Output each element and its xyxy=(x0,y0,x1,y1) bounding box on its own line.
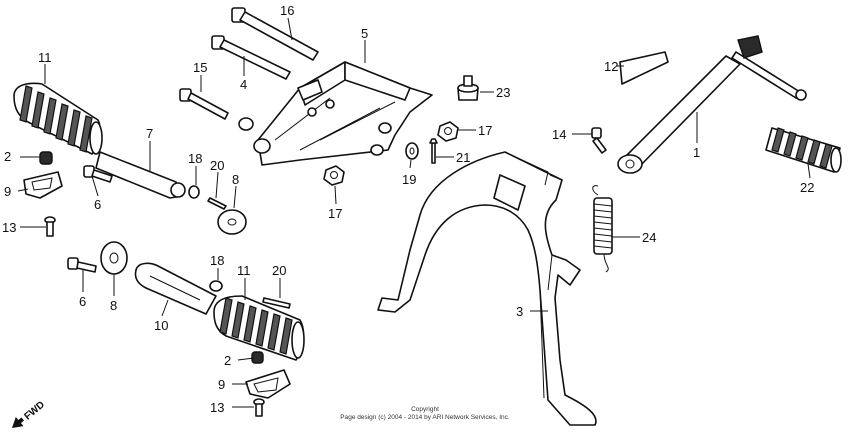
copyright-line-1: Copyright xyxy=(411,406,439,413)
pin-20-lower xyxy=(262,297,291,309)
washer-18-lower xyxy=(209,280,223,292)
copyright-line-2: Page design (c) 2004 - 2014 by ARI Netwo… xyxy=(340,414,510,421)
footpeg-rubber-11-lower xyxy=(213,295,305,361)
callout-20-upper: 20 xyxy=(210,158,224,173)
pin-20-upper xyxy=(207,197,227,210)
fwd-label: FWD xyxy=(22,399,47,422)
callout-22: 22 xyxy=(800,180,814,195)
callout-9-lower: 9 xyxy=(218,377,225,392)
main-bracket xyxy=(238,61,433,166)
callout-18-lower: 18 xyxy=(210,253,224,268)
leader-lines xyxy=(17,17,811,408)
nut-17-upper xyxy=(437,121,459,142)
screw-13-upper xyxy=(44,216,56,237)
cap-nut-2-lower xyxy=(251,351,264,364)
callout-6-upper: 6 xyxy=(94,197,101,212)
bolt-15 xyxy=(179,88,229,120)
kick-lever-1 xyxy=(617,35,807,174)
callout-21: 21 xyxy=(456,150,470,165)
copyright-notice: Copyright Page design (c) 2004 - 2014 by… xyxy=(340,406,510,421)
cap-nut-23 xyxy=(457,75,479,101)
callout-9-upper: 9 xyxy=(4,184,11,199)
callout-2-upper: 2 xyxy=(4,149,11,164)
arrow-icon xyxy=(12,416,25,428)
callout-3: 3 xyxy=(516,304,523,319)
callout-12: 12 xyxy=(604,59,618,74)
decal-12 xyxy=(619,51,669,85)
stopper-9-upper xyxy=(23,171,63,199)
pin-21 xyxy=(429,138,438,164)
bolt-6-lower xyxy=(67,257,97,273)
footpeg-bar-10 xyxy=(134,262,217,315)
stopper-9-lower xyxy=(245,369,291,399)
callout-6-lower: 6 xyxy=(79,294,86,309)
callout-17-lower: 17 xyxy=(328,206,342,221)
callout-13-lower: 13 xyxy=(210,400,224,415)
callout-15: 15 xyxy=(193,60,207,75)
callout-16: 16 xyxy=(280,3,294,18)
cap-nut-2-upper xyxy=(39,151,53,165)
callout-20-lower: 20 xyxy=(272,263,286,278)
washer-8-lower xyxy=(100,241,128,275)
bolt-6-upper xyxy=(83,165,113,183)
callout-18-upper: 18 xyxy=(188,151,202,166)
callout-10: 10 xyxy=(154,318,168,333)
callout-11-upper: 11 xyxy=(38,50,52,65)
nut-17-lower xyxy=(323,165,345,186)
callout-5: 5 xyxy=(361,26,368,41)
return-spring-24 xyxy=(592,185,613,273)
bolt-14 xyxy=(591,127,607,154)
kick-rubber-22 xyxy=(765,127,842,173)
callout-19: 19 xyxy=(402,172,416,187)
callout-14: 14 xyxy=(552,127,566,142)
center-stand xyxy=(377,151,597,426)
callout-7: 7 xyxy=(146,126,153,141)
callout-8-upper: 8 xyxy=(232,172,239,187)
callout-1: 1 xyxy=(693,145,700,160)
washer-8-upper xyxy=(217,209,247,235)
washer-19 xyxy=(405,142,419,160)
callout-2-lower: 2 xyxy=(224,353,231,368)
callout-24: 24 xyxy=(642,230,656,245)
callout-4: 4 xyxy=(240,77,247,92)
callout-13-upper: 13 xyxy=(2,220,16,235)
callout-11-lower: 11 xyxy=(237,263,251,278)
callout-8-lower: 8 xyxy=(110,298,117,313)
washer-18-upper xyxy=(188,185,200,199)
footpeg-rubber-11-upper xyxy=(13,82,103,155)
callouts: 11 2 9 13 6 7 18 20 8 15 4 16 5 23 17 21… xyxy=(2,3,814,415)
forward-direction-indicator: FWD xyxy=(12,399,47,428)
footpeg-bar-7 xyxy=(95,151,186,199)
callout-17-upper: 17 xyxy=(478,123,492,138)
long-bolt-16 xyxy=(231,7,319,61)
long-bolt-4 xyxy=(211,35,291,80)
screw-13-lower xyxy=(253,398,265,417)
callout-23: 23 xyxy=(496,85,510,100)
